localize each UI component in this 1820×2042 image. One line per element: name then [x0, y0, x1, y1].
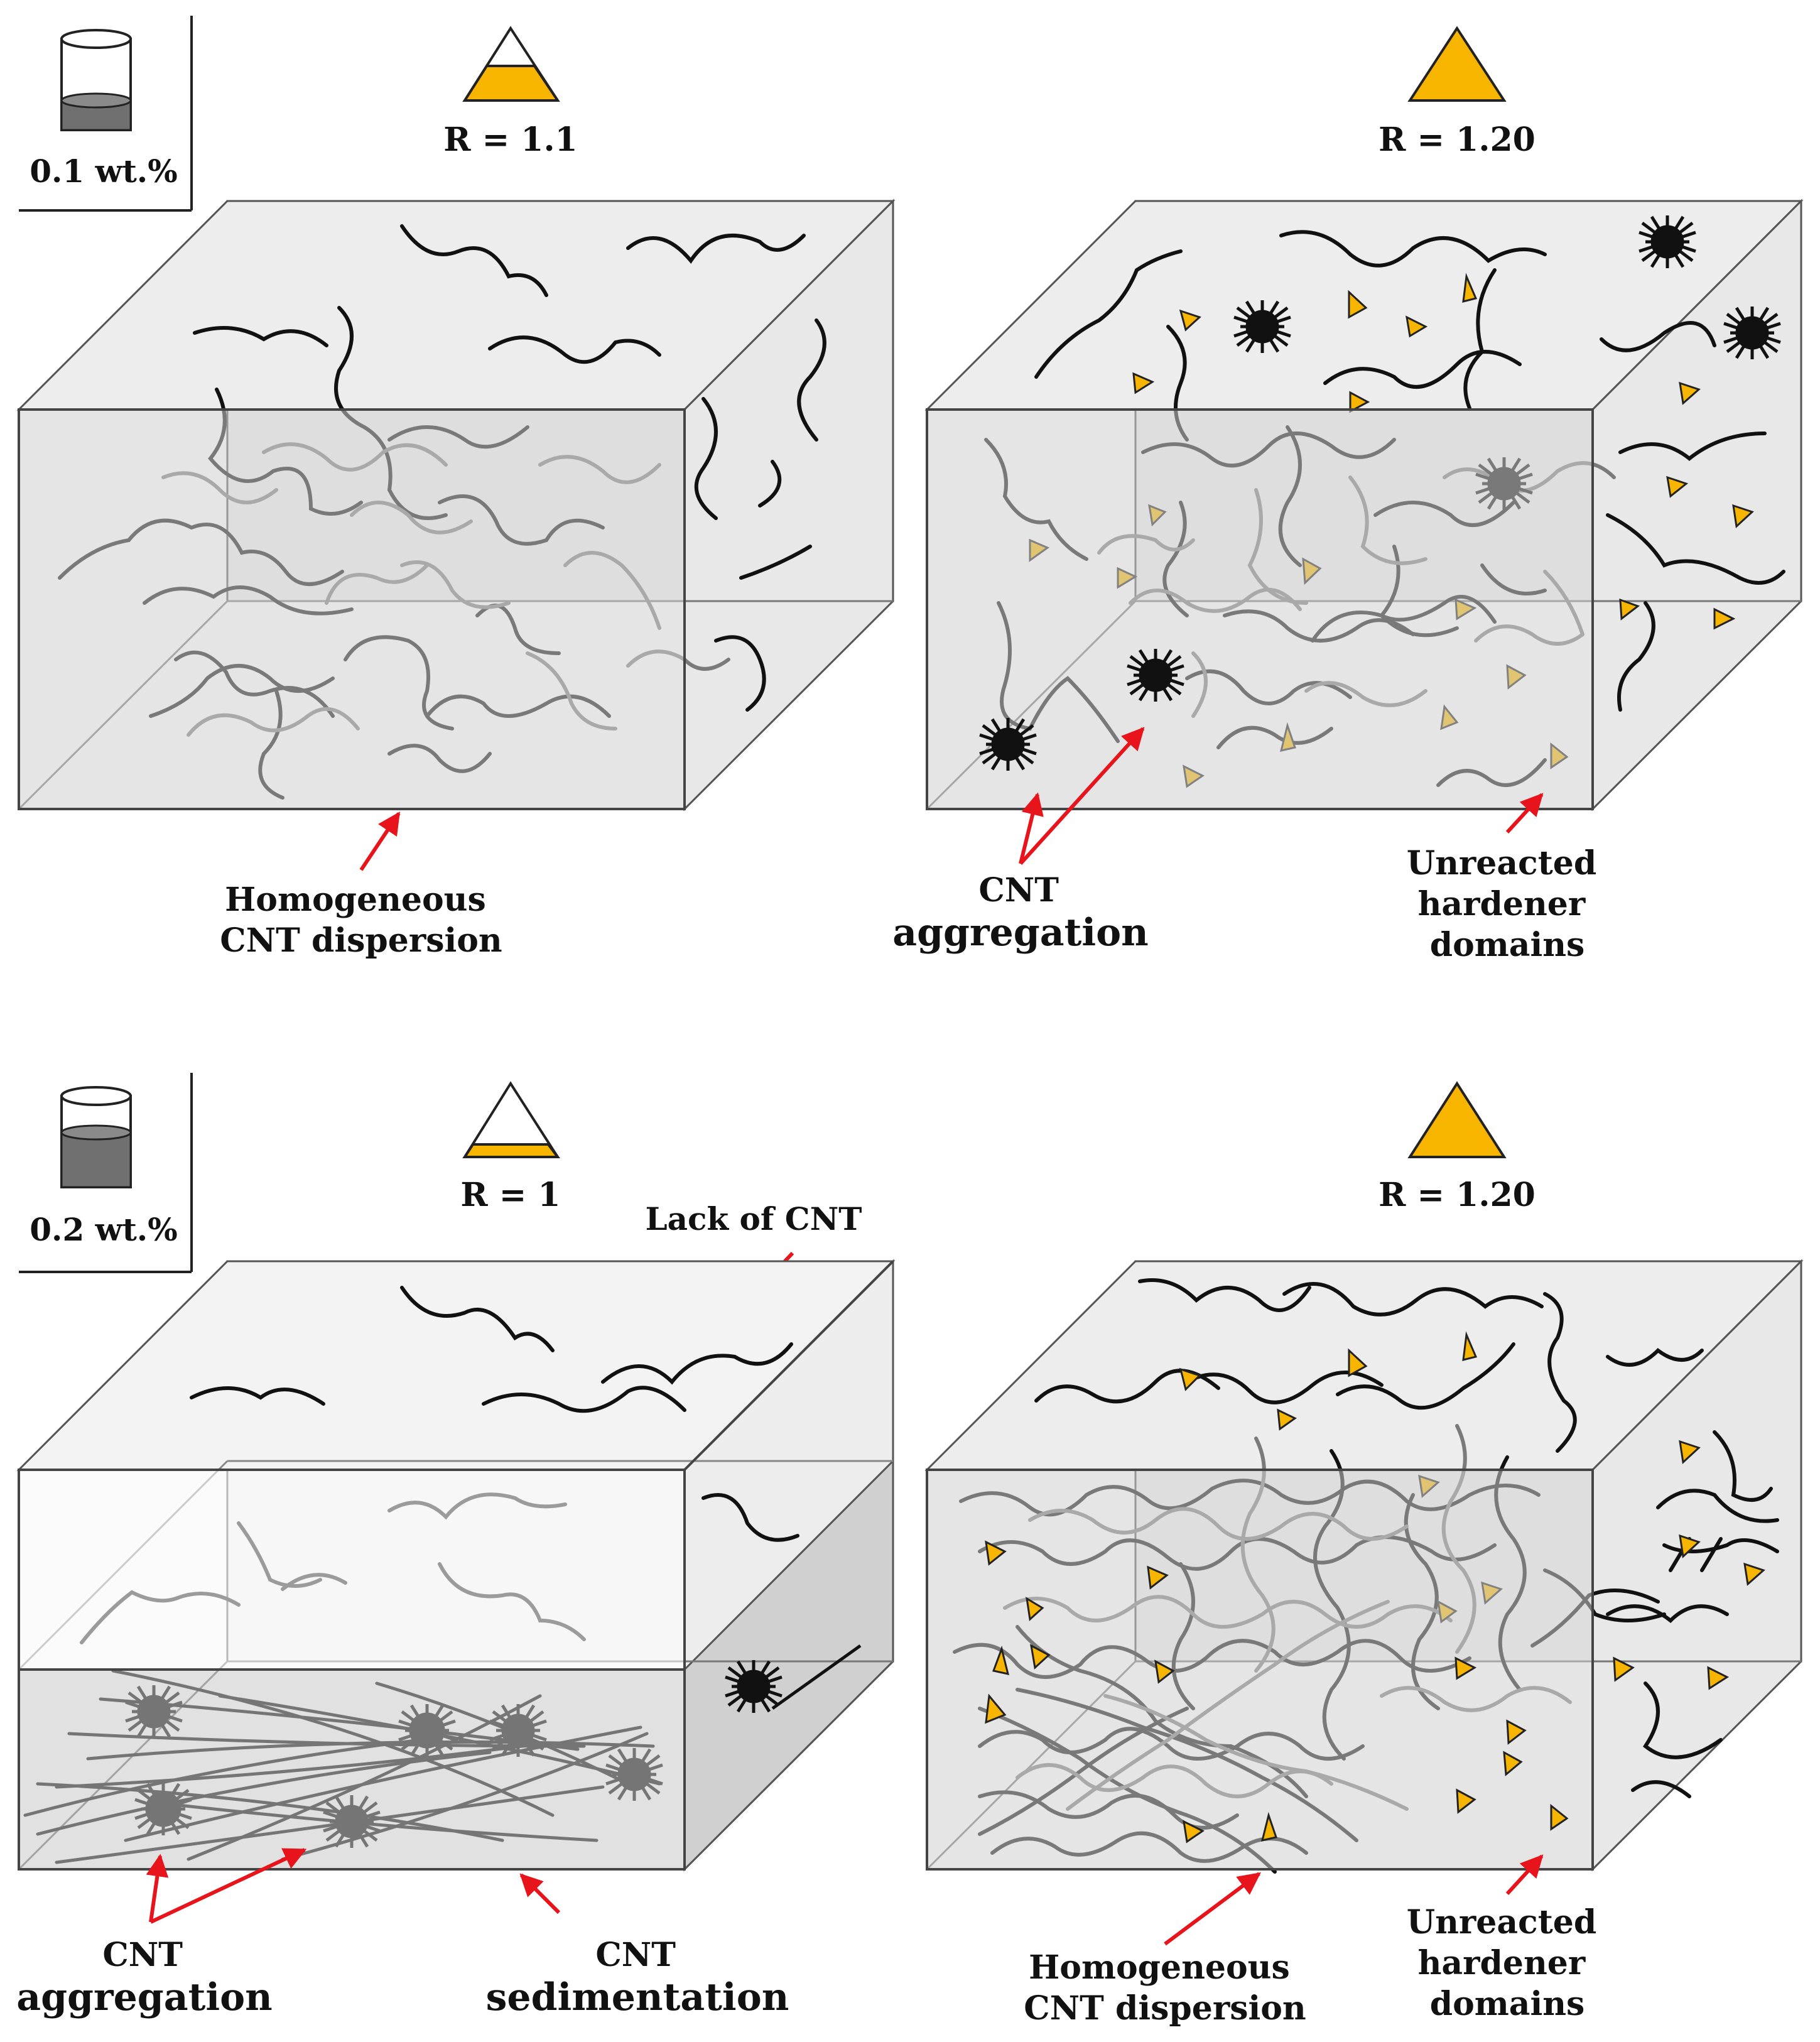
composite-box: [924, 1259, 1804, 1874]
concentration-legend-2: 0.2 wt.%: [19, 1073, 193, 1273]
concentration-label: 0.2 wt.%: [30, 1211, 177, 1248]
homogeneous-cnt-dispersion-label: Homogeneous CNT dispersion: [1024, 1948, 1306, 2028]
homogeneous-cnt-dispersion-label: Homogeneous CNT dispersion: [220, 881, 502, 960]
hardener-ratio-icon: [462, 26, 560, 102]
ratio-label: R = 1.1: [443, 121, 577, 159]
panel-r-1-1: R = 1.1: [16, 26, 896, 960]
cnt-aggregate: [725, 1644, 862, 1713]
ratio-label: R = 1.20: [1379, 121, 1536, 159]
cnt-aggregation-label: CNT aggregation: [16, 1936, 273, 2019]
unreacted-hardener-domains-label: Unreacted hardener domains: [1407, 844, 1608, 964]
beaker-icon: [60, 1086, 132, 1188]
concentration-legend-1: 0.1 wt.%: [19, 16, 193, 212]
composite-box: [16, 198, 896, 812]
panel-r-1-20-bottom: R = 1.20: [924, 1081, 1804, 2028]
composite-box: [924, 198, 1804, 812]
concentration-label: 0.1 wt.%: [30, 153, 177, 190]
beaker-icon: [60, 29, 132, 131]
cnt-aggregation-label: CNT aggregation: [892, 871, 1149, 955]
cnt-aggregate: [1723, 307, 1781, 359]
panel-r-1: R = 1 Lack of CNT: [16, 1081, 896, 2019]
composite-box: [16, 1259, 896, 1872]
cnt-aggregate: [1233, 300, 1291, 353]
hardener-ratio-icon: [1407, 26, 1507, 102]
cnt-aggregate: [979, 718, 1037, 771]
hardener-ratio-icon: [1407, 1081, 1507, 1158]
ratio-label: R = 1: [460, 1176, 560, 1214]
cnt-sedimentation-label: CNT sedimentation: [486, 1936, 789, 2019]
lack-of-cnt-label: Lack of CNT: [645, 1200, 862, 1237]
ratio-label: R = 1.20: [1379, 1176, 1536, 1214]
cnt-aggregate: [1639, 215, 1696, 268]
panel-r-1-20-top: R = 1.20: [892, 26, 1804, 964]
hardener-ratio-icon: [462, 1081, 560, 1158]
cnt-aggregate: [1127, 649, 1184, 702]
unreacted-hardener-domains-label: Unreacted hardener domains: [1407, 1903, 1608, 2023]
hardener-domains: [985, 1540, 1569, 1844]
